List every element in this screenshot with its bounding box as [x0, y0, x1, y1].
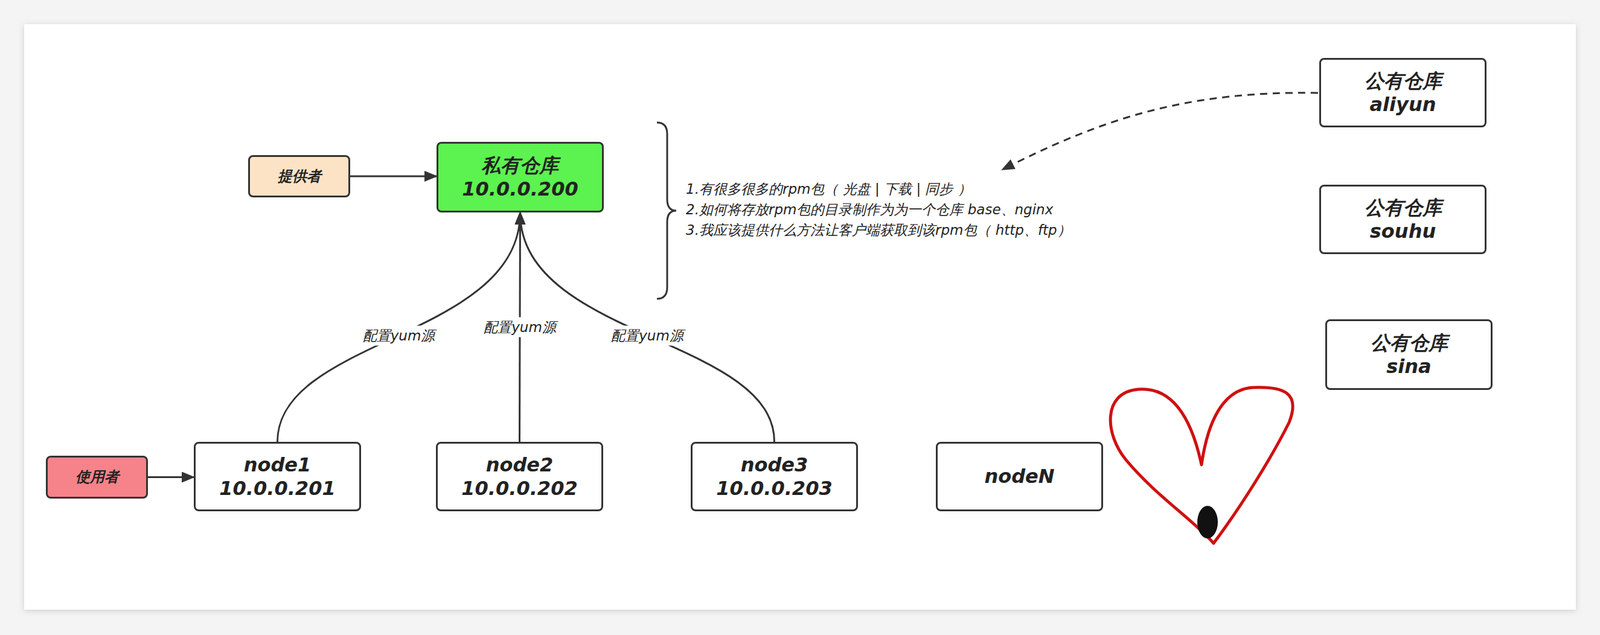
- node-text: node3 10.0.0.203: [716, 453, 832, 500]
- edge-label: 配置yum源: [608, 325, 686, 346]
- curly-brace: [656, 122, 677, 299]
- node-text: node1 10.0.0.201: [219, 453, 336, 500]
- note-text: 3.我应该提供什么方法让客户端获取到该rpm包（ http、ftp）: [685, 220, 1072, 240]
- heart-doodle: [1110, 387, 1293, 544]
- connector: [350, 175, 437, 178]
- user-box: 使用者: [45, 455, 148, 499]
- edge-label: 配置yum源: [360, 325, 438, 346]
- client-node-box: nodeN: [935, 441, 1104, 512]
- private-repo-box: 私有仓库 10.0.0.200: [436, 141, 604, 213]
- node-text: 提供者: [277, 167, 322, 186]
- node-text: 公有仓库 souhu: [1364, 196, 1442, 243]
- connector: [147, 476, 194, 479]
- public-repo-box: 公有仓库 sina: [1325, 319, 1493, 391]
- client-node-box: node2 10.0.0.202: [435, 441, 604, 512]
- edge-label: 配置yum源: [481, 317, 559, 338]
- public-repo-box: 公有仓库 souhu: [1319, 184, 1487, 255]
- heart-lock-blob: [1197, 505, 1218, 539]
- client-node-box: node1 10.0.0.201: [193, 441, 362, 512]
- node-text: 使用者: [75, 468, 119, 487]
- dashed-sync-arrow: [1002, 92, 1319, 170]
- node-text: 公有仓库 sina: [1370, 331, 1448, 378]
- public-repo-box: 公有仓库 aliyun: [1319, 57, 1487, 128]
- node-text: 私有仓库 10.0.0.200: [461, 153, 578, 201]
- node-text: 公有仓库 aliyun: [1364, 69, 1442, 116]
- client-node-box: node3 10.0.0.203: [690, 441, 858, 512]
- note-text: 1.有很多很多的rpm包（ 光盘 | 下载 | 同步 ）: [685, 179, 972, 199]
- node-text: node2 10.0.0.202: [461, 453, 578, 500]
- node-text: nodeN: [984, 464, 1055, 488]
- provider-box: 提供者: [248, 155, 351, 198]
- note-text: 2.如何将存放rpm包的目录制作为为一个仓库 base、nginx: [685, 200, 1053, 220]
